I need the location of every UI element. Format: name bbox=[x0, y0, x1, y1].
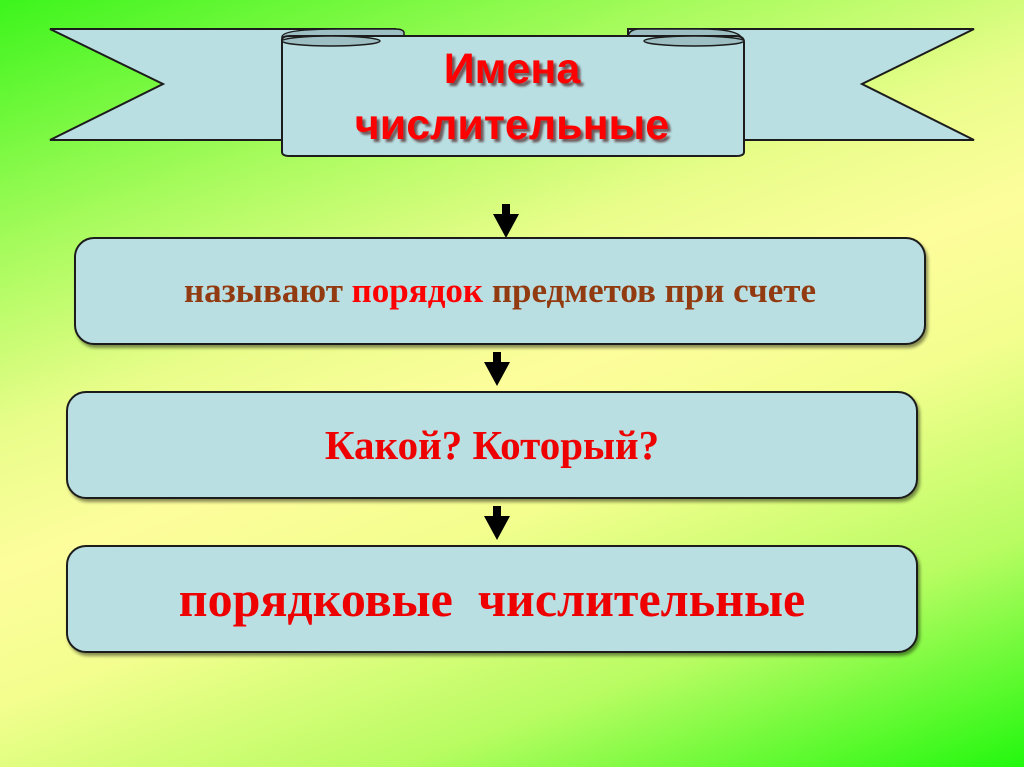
title-line-1: Имена bbox=[443, 45, 581, 93]
ribbon-center-panel bbox=[281, 35, 745, 157]
down-arrow-icon bbox=[493, 204, 519, 238]
title-line-2: числительные bbox=[354, 101, 670, 149]
question-box: Какой? Который? bbox=[66, 391, 918, 499]
page-title: Имена числительные bbox=[282, 38, 742, 156]
definition-text-part-3: предметов при счете bbox=[483, 271, 817, 310]
conclusion-text: порядковые числительные bbox=[178, 571, 806, 627]
conclusion-box: порядковые числительные bbox=[66, 545, 918, 653]
down-arrow-icon bbox=[484, 352, 510, 386]
down-arrow-icon bbox=[484, 506, 510, 540]
definition-text-highlight: порядок bbox=[351, 271, 484, 310]
definition-box: называют порядок предметов при счете bbox=[74, 237, 926, 345]
ribbon-banner bbox=[49, 28, 975, 157]
definition-text-part-1: называют bbox=[183, 271, 352, 310]
question-text: Какой? Который? bbox=[324, 422, 660, 468]
